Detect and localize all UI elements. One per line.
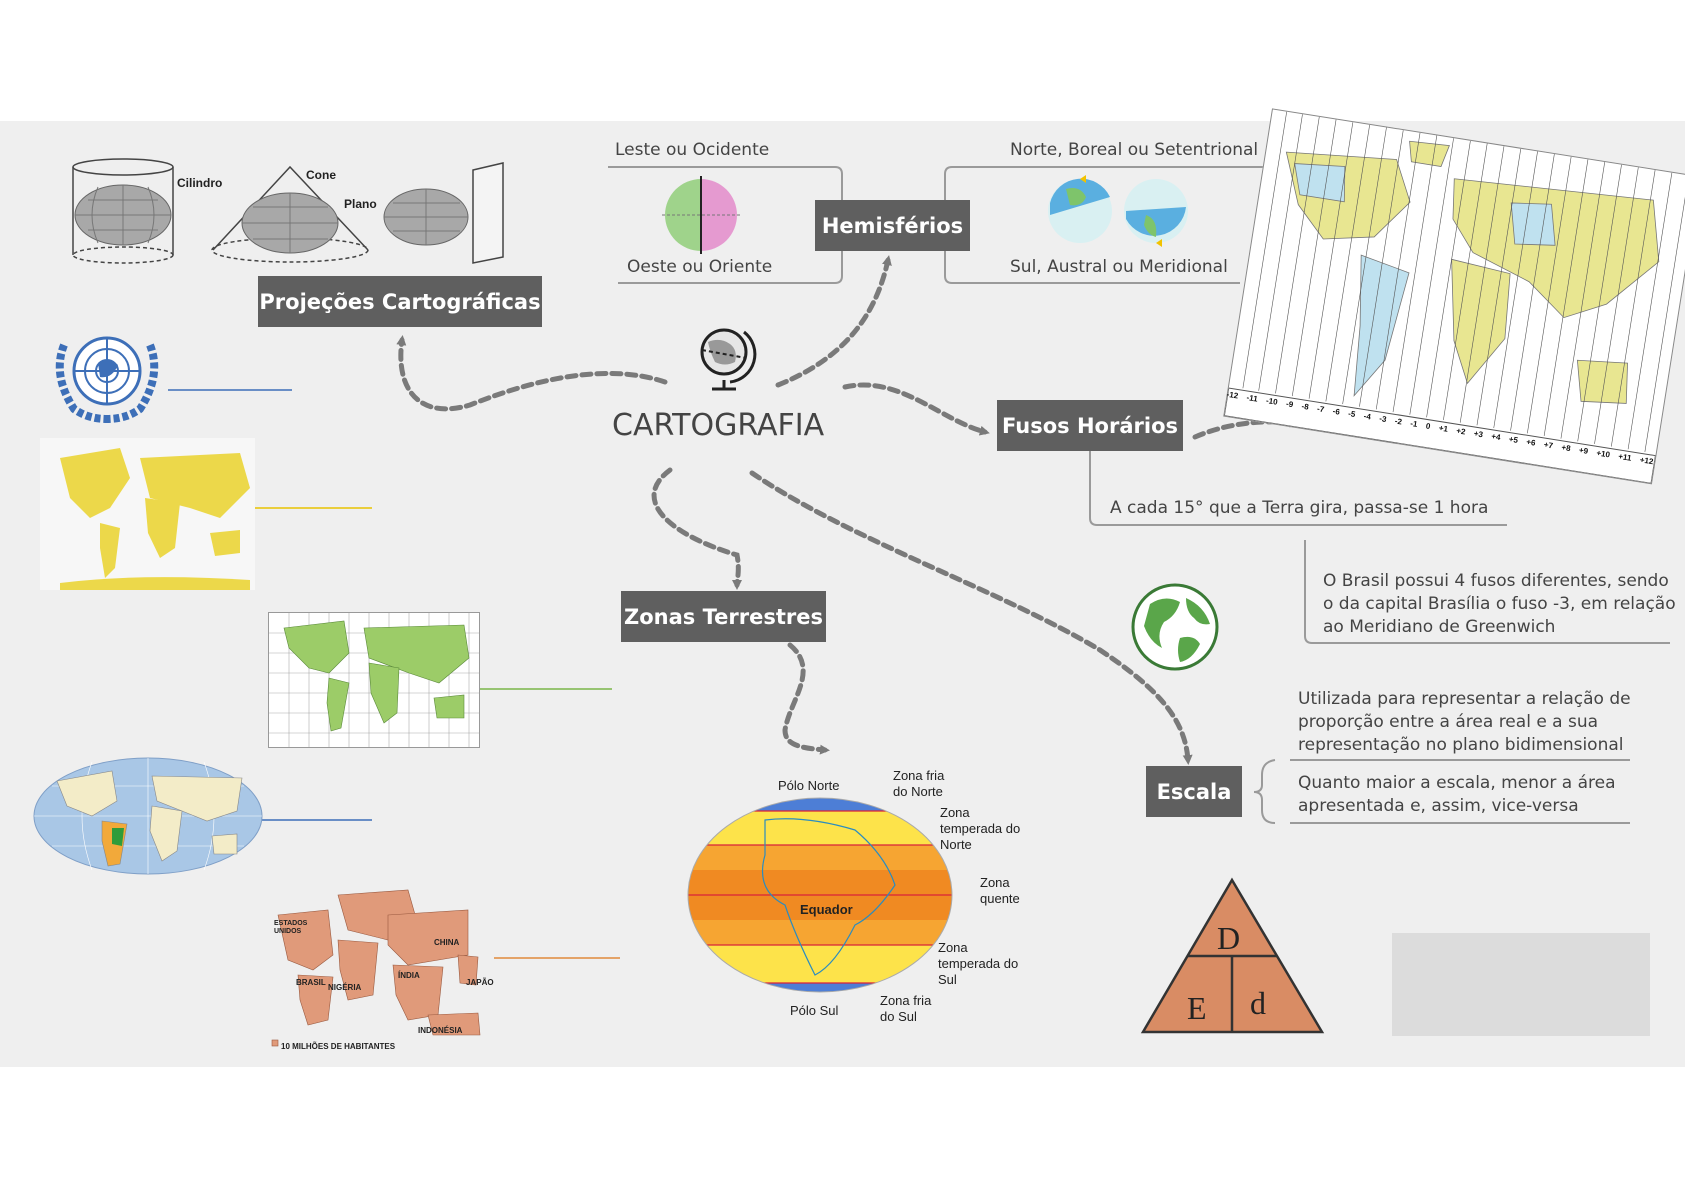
robinson-world-map: [32, 756, 264, 876]
label-zona-fria-sul: Zona fria do Sul: [880, 993, 932, 1024]
line-fusos-1: [1089, 450, 1507, 526]
arrow-to-hemisferios: [775, 255, 892, 388]
label-plano: Plano: [344, 197, 377, 211]
box-projecoes[interactable]: Projeções Cartográficas: [258, 276, 542, 327]
arrow-to-zonas: [651, 467, 743, 590]
arrow-to-projecoes: [396, 335, 668, 412]
arrow-to-fusos: [842, 382, 990, 436]
scale-formula-triangle: [1140, 876, 1325, 1036]
box-zonas-terrestres[interactable]: Zonas Terrestres: [621, 591, 826, 642]
box-fusos-horarios[interactable]: Fusos Horários: [997, 400, 1183, 451]
label-cone: Cone: [306, 168, 336, 182]
label-zona-temperada-norte: Zona temperada do Norte: [940, 805, 1021, 852]
fusos-text-15-graus: A cada 15° que a Terra gira, passa-se 1 …: [1110, 498, 1489, 518]
box-hemisferios[interactable]: Hemisférios: [815, 200, 970, 251]
projections-illustration: [68, 155, 513, 270]
escala-text-definition: Utilizada para representar a relação de …: [1298, 689, 1631, 755]
label-japao: JAPÃO: [466, 978, 494, 987]
formula-e: E: [1187, 990, 1207, 1026]
brace-escala: [1253, 759, 1276, 824]
globe-stand-icon: [690, 322, 760, 392]
arrow-to-escala: [749, 470, 1193, 765]
anamorphic-population-map: [268, 885, 498, 1050]
un-emblem-icon: [48, 325, 166, 423]
label-population-legend: 10 MILHÕES DE HABITANTES: [281, 1042, 396, 1051]
label-norte: Norte, Boreal ou Setentrional: [1010, 140, 1259, 160]
label-leste: Leste ou Ocidente: [615, 140, 770, 160]
earth-zones-globe: [685, 795, 955, 995]
label-polo-sul: Pólo Sul: [790, 1003, 839, 1018]
label-india: ÍNDIA: [398, 971, 420, 980]
hemisphere-east-west-globe: [662, 176, 740, 254]
hemisphere-north-south-globes: [1046, 175, 1196, 255]
label-cilindro: Cilindro: [177, 176, 223, 190]
formula-d-lower: d: [1250, 985, 1266, 1021]
earth-icon: [1130, 582, 1220, 672]
placeholder-panel: [1392, 933, 1650, 1036]
green-grid-world-map: [268, 612, 480, 748]
label-estados-unidos: ESTADOS UNIDOS: [274, 920, 308, 935]
label-china: CHINA: [434, 938, 460, 947]
label-nigeria: NIGÉRIA: [328, 983, 362, 992]
label-equador: Equador: [800, 902, 853, 917]
label-sul: Sul, Austral ou Meridional: [1010, 257, 1228, 277]
center-title: CARTOGRAFIA: [612, 408, 825, 443]
line-fusos-2: [1304, 540, 1670, 644]
box-escala[interactable]: Escala: [1146, 766, 1242, 817]
fusos-text-brasil: O Brasil possui 4 fusos diferentes, send…: [1323, 571, 1676, 637]
label-oeste: Oeste ou Oriente: [627, 257, 773, 277]
yellow-world-map: [40, 438, 255, 590]
escala-text-relation: Quanto maior a escala, menor a área apre…: [1298, 773, 1616, 816]
label-zona-quente: Zona quente: [980, 875, 1020, 906]
label-brasil: BRASIL: [296, 978, 326, 987]
label-zona-fria-norte: Zona fria do Norte: [893, 768, 945, 799]
arrow-zonas-to-globe: [782, 642, 830, 755]
formula-d-upper: D: [1217, 920, 1241, 956]
label-polo-norte: Pólo Norte: [778, 778, 840, 793]
label-indonesia: INDONÉSIA: [418, 1026, 463, 1035]
label-zona-temperada-sul: Zona temperada do Sul: [938, 940, 1019, 987]
